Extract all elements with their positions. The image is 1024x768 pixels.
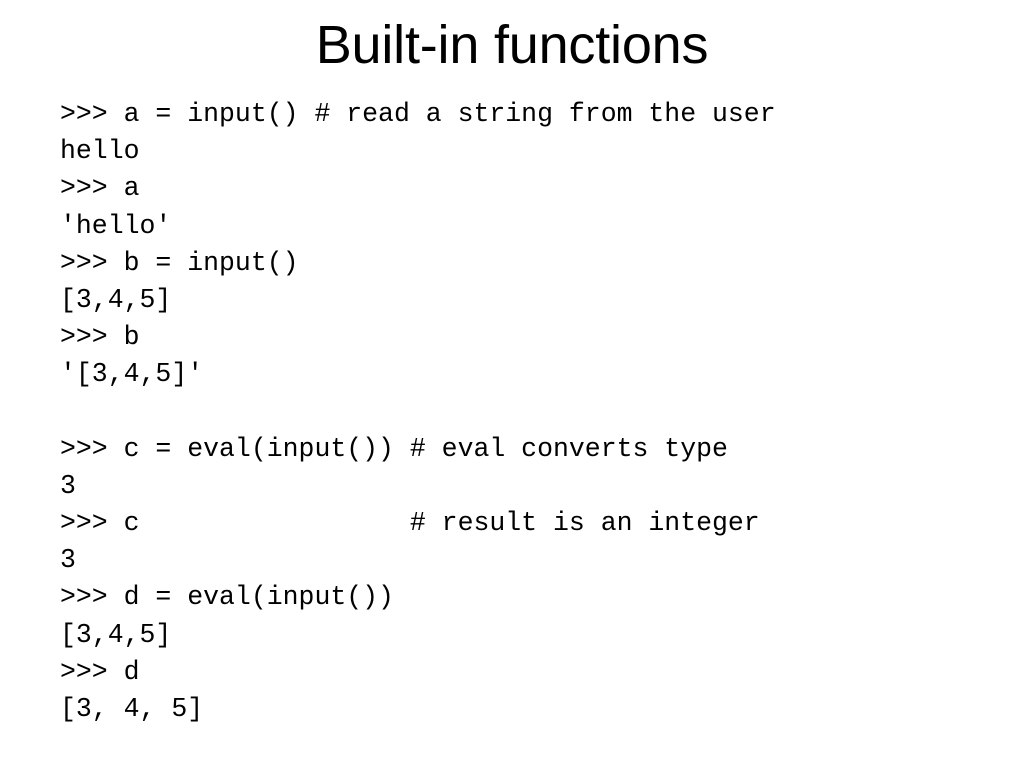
- code-line: [3, 4, 5]: [60, 694, 204, 724]
- page-title: Built-in functions: [315, 15, 709, 75]
- code-line: [3,4,5]: [60, 619, 172, 650]
- code-line: >>> b = input(): [60, 247, 299, 278]
- code-line: 'hello': [60, 210, 172, 241]
- code-block: >>> a = input() # read a string from the…: [60, 96, 1010, 728]
- code-line: [3,4,5]: [60, 284, 172, 315]
- code-line: hello: [60, 136, 140, 167]
- code-line: >>> a: [60, 173, 140, 204]
- code-line: >>> b: [60, 322, 140, 353]
- code-line: >>> c # result is an integer: [60, 508, 760, 539]
- code-line: >>> d: [60, 656, 140, 687]
- code-line: '[3,4,5]': [60, 359, 204, 390]
- code-line-blank: [60, 394, 1010, 431]
- code-line: >>> d = eval(input()): [60, 582, 394, 613]
- code-line: 3: [60, 545, 76, 576]
- code-line: >>> a = input() # read a string from the…: [60, 99, 776, 129]
- code-line: 3: [60, 470, 76, 501]
- code-line: >>> c = eval(input()) # eval converts ty…: [60, 433, 728, 464]
